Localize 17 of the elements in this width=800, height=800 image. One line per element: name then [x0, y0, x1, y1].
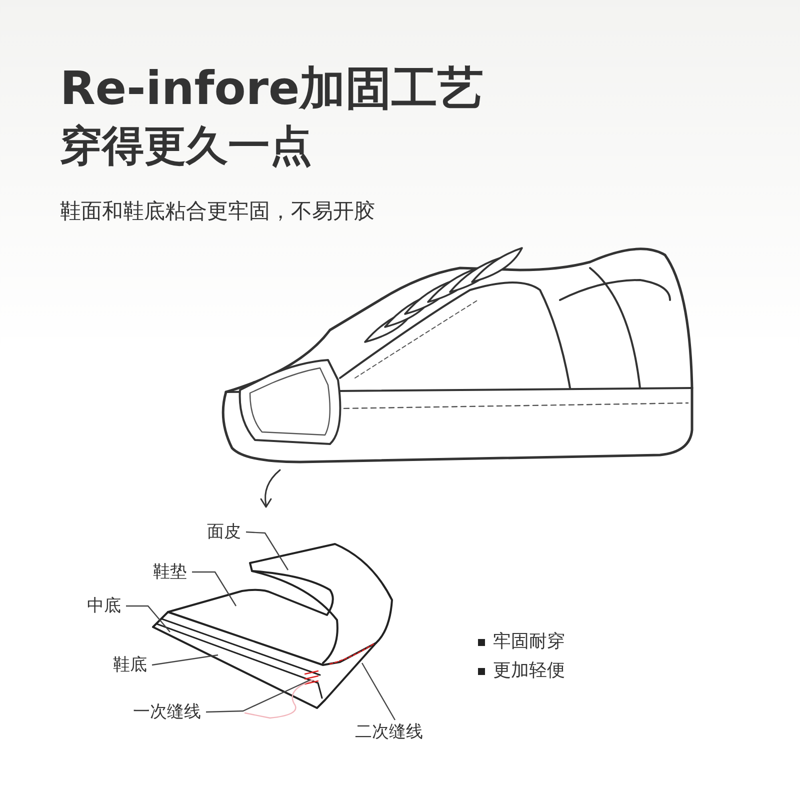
part-label: 鞋垫: [153, 562, 187, 582]
part-label: 中底: [87, 596, 121, 616]
title: Re-infore加固工艺: [60, 60, 484, 116]
leader-line: [192, 571, 237, 606]
subtitle: 穿得更久一点: [60, 120, 312, 172]
leader-line: [361, 662, 396, 720]
part-label: 面皮: [207, 522, 241, 542]
list-item: 牢固耐穿: [478, 632, 565, 652]
list-item: 更加轻便: [478, 661, 565, 681]
leader-line: [206, 679, 310, 713]
part-label: 一次缝线: [133, 702, 201, 722]
description: 鞋面和鞋底粘合更牢固，不易开胶: [60, 198, 375, 225]
leader-line: [246, 531, 288, 570]
part-label: 二次缝线: [355, 722, 423, 742]
part-label: 鞋底: [113, 655, 147, 675]
leader-line: [126, 605, 170, 632]
leader-line: [152, 654, 218, 666]
